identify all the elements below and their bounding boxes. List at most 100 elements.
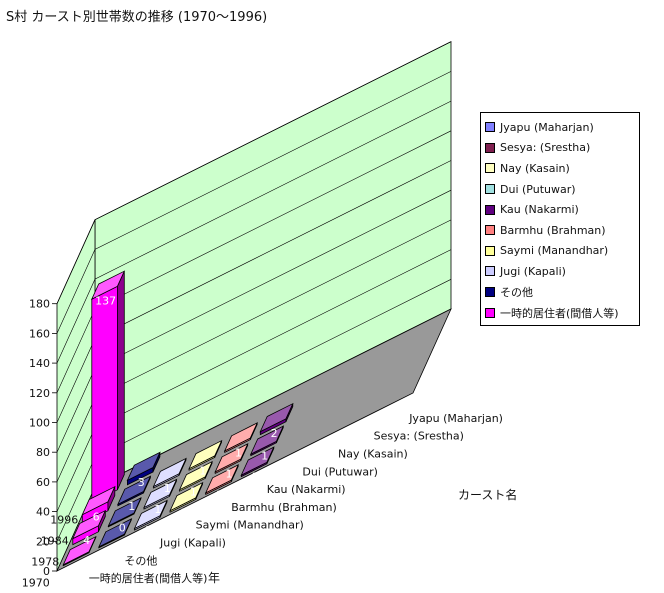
year-tick-label: 1984: [41, 535, 69, 548]
bar-top-face: [107, 497, 142, 527]
chart-title: S村 カースト別世帯数の推移 (1970〜1996): [6, 10, 268, 25]
data-label: 0: [74, 560, 81, 573]
bar: [143, 478, 178, 510]
legend-swatch: [485, 287, 495, 298]
legend-item: Sesya: (Srestha): [485, 138, 635, 159]
bar: [133, 499, 168, 531]
gridline: [56, 71, 452, 334]
legend-item: Dui (Putuwar): [485, 179, 635, 200]
category-tick-label: Sesya: (Srestha): [374, 430, 464, 443]
bar-side-face: [117, 271, 125, 490]
category-tick-label: Nay (Kasain): [338, 448, 408, 461]
legend-swatch: [485, 204, 495, 215]
z-tick-label: 180: [29, 298, 50, 311]
data-label: 0: [109, 542, 116, 555]
bar: [81, 485, 116, 525]
bar: [62, 535, 97, 567]
bar-top-face: [98, 518, 133, 548]
bar: [178, 460, 213, 492]
bar-top-face: [169, 481, 204, 512]
data-label: 2: [271, 427, 278, 440]
gridline: [56, 41, 452, 304]
bar-top-face: [152, 457, 187, 488]
category-tick-label: Kau (Nakarmi): [267, 483, 346, 496]
bar: [90, 270, 126, 504]
data-label: 137: [95, 295, 116, 308]
category-tick-label: Jyapu (Maharjan): [408, 412, 503, 425]
bar-top-face: [249, 425, 285, 455]
chart-legend: Jyapu (Maharjan) Sesya: (Srestha) Nay (Kas…: [480, 112, 640, 326]
data-label: 1: [252, 471, 259, 484]
year-tick-label: 1996: [50, 514, 78, 527]
z-tick-label: 140: [29, 357, 50, 370]
bar: [223, 422, 259, 454]
bar-top-face: [223, 422, 259, 452]
category-axis-title: カースト名: [458, 488, 518, 502]
bar-top-face: [204, 464, 240, 494]
legend-item: Jugi (Kapali): [485, 261, 635, 282]
z-tick-label: 60: [36, 476, 50, 489]
bar-top-face: [81, 485, 116, 516]
legend-item: Barmhu (Brahman): [485, 220, 635, 241]
bar: [214, 443, 249, 475]
category-tick-label: Jugi (Kapali): [159, 537, 226, 550]
data-label: 1: [226, 467, 233, 480]
data-label: 6: [93, 510, 100, 523]
legend-item: Saymi (Manandhar): [485, 241, 635, 262]
year-tick-label: 1970: [22, 577, 50, 590]
bar-top-face: [188, 439, 223, 470]
legend-label: Nay (Kasain): [500, 161, 570, 175]
legend-swatch: [485, 307, 495, 318]
data-label: 1: [216, 488, 223, 501]
data-label: 1: [190, 485, 197, 498]
z-tick-label: 0: [43, 565, 50, 578]
data-label: 4: [83, 534, 90, 547]
bar-top-face: [143, 478, 178, 509]
bar: [152, 457, 187, 489]
legend-swatch: [485, 225, 495, 236]
bar: [249, 425, 285, 457]
legend-swatch: [485, 245, 495, 256]
bar: [71, 509, 107, 546]
bar-top-face: [90, 270, 126, 300]
legend-label: Jyapu (Maharjan): [500, 120, 594, 134]
data-label: 1: [164, 482, 171, 495]
data-label: 1: [128, 500, 135, 513]
data-label: 1: [199, 464, 206, 477]
bar: [240, 446, 275, 478]
legend-item: その他: [485, 282, 635, 303]
bar-top-face: [178, 460, 213, 491]
bar-top-face: [62, 535, 97, 566]
bar: [107, 497, 142, 528]
bar-top-face: [71, 509, 107, 540]
data-label: 1: [235, 446, 242, 459]
bar-top-face: [117, 475, 152, 506]
year-tick-label: 1978: [31, 556, 59, 569]
category-tick-label: 一時的居住者(間借人等): [89, 571, 208, 585]
legend-label: 一時的居住者(間借人等): [500, 306, 619, 320]
bar-front-face: [91, 285, 118, 504]
legend-swatch: [485, 142, 495, 153]
legend-swatch: [485, 163, 495, 174]
data-label: 1: [145, 524, 152, 537]
gridline: [56, 100, 452, 364]
bar: [169, 481, 204, 513]
bar-top-face: [126, 451, 161, 482]
category-tick-label: Barmhu (Brahman): [231, 501, 337, 514]
z-tick-label: 120: [29, 387, 50, 400]
legend-swatch: [485, 266, 495, 277]
bar: [259, 402, 294, 436]
data-label: 1: [180, 506, 187, 519]
legend-label: Dui (Putuwar): [500, 182, 576, 196]
z-tick-label: 40: [36, 506, 50, 519]
year-axis-title: 年: [208, 571, 221, 585]
category-tick-label: Dui (Putuwar): [302, 465, 378, 478]
data-label: 0: [119, 521, 126, 534]
legend-label: Sesya: (Srestha): [500, 141, 591, 155]
bar-top-face: [259, 402, 294, 433]
legend-label: Jugi (Kapali): [500, 264, 566, 278]
data-label: 1: [154, 503, 161, 516]
z-tick-label: 20: [36, 535, 50, 548]
bar: [98, 518, 133, 549]
